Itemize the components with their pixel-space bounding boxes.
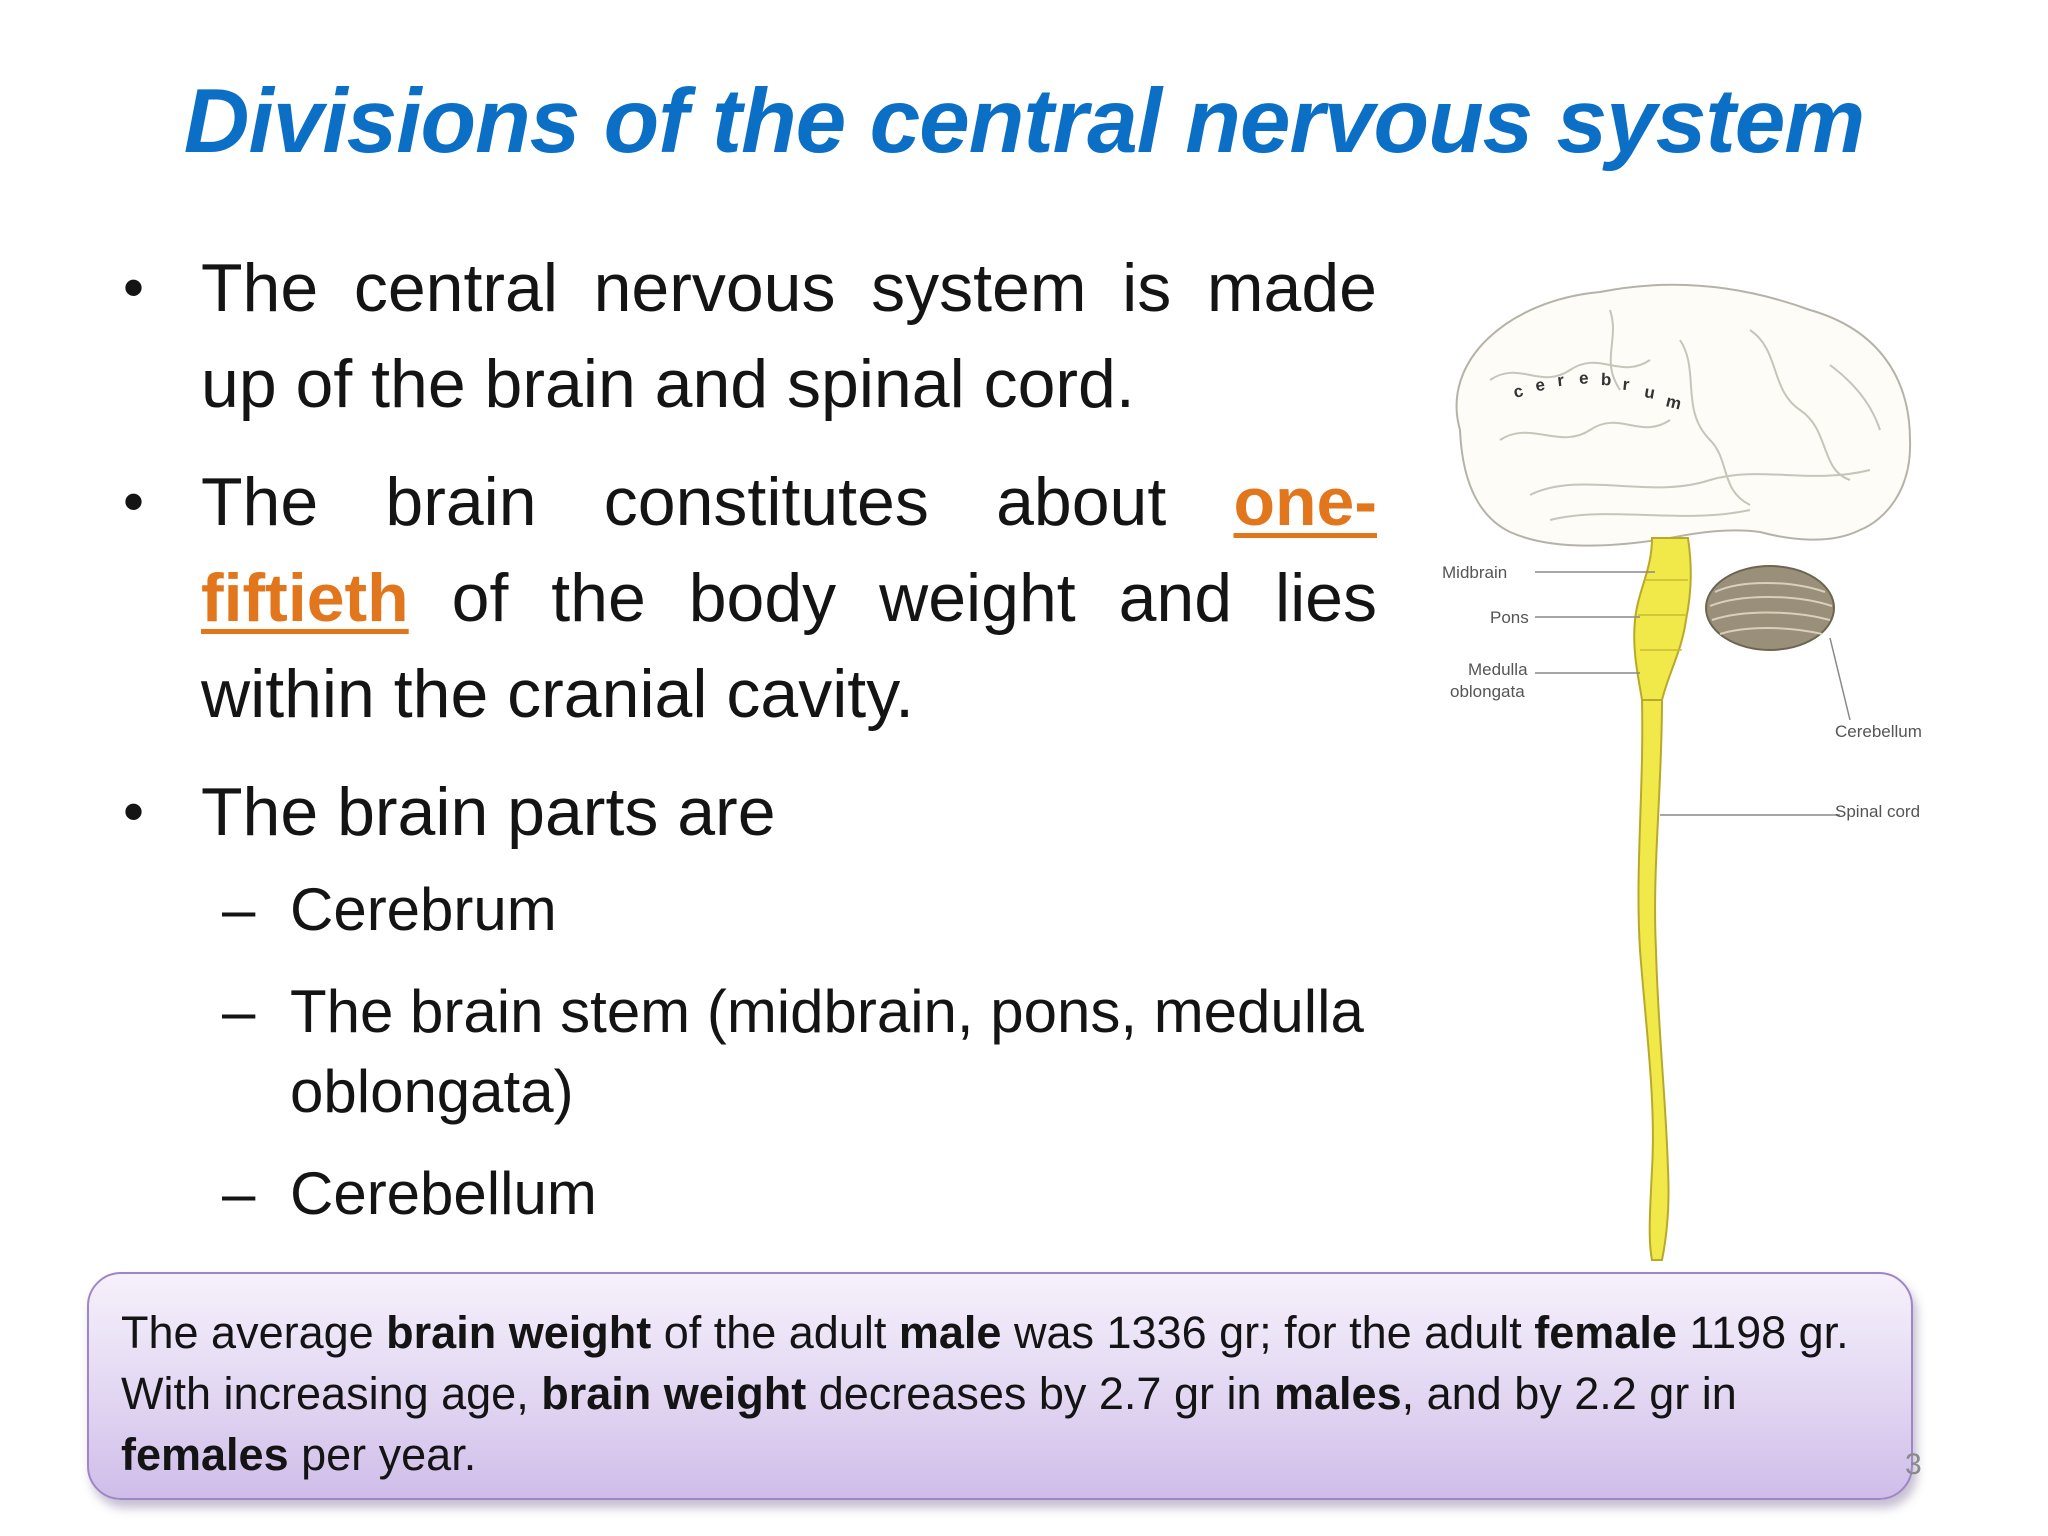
bullet-3-text: The brain parts are bbox=[201, 774, 776, 850]
note-bold-text: female bbox=[1534, 1307, 1677, 1358]
note-bold-text: males bbox=[1274, 1368, 1402, 1419]
bullet-icon: • bbox=[123, 468, 145, 535]
cerebrum-shape bbox=[1455, 283, 1912, 547]
list-item-text: The brain stem (midbrain, pons, medulla … bbox=[290, 978, 1364, 1125]
label-cerebellum: Cerebellum bbox=[1835, 722, 1922, 741]
label-pons: Pons bbox=[1490, 608, 1529, 627]
bullet-icon: • bbox=[123, 254, 145, 321]
cerebrum-label-letter: r bbox=[1622, 375, 1631, 395]
bullet-2-text-after: of the body weight and lies within the c… bbox=[201, 560, 1377, 732]
list-item-text: Cerebrum bbox=[290, 876, 557, 943]
note-plain-text: of the adult bbox=[651, 1307, 899, 1358]
cerebrum-label-letter: u bbox=[1643, 382, 1657, 403]
cerebellum-shape bbox=[1705, 565, 1835, 651]
dash-icon: – bbox=[222, 978, 256, 1045]
list-item-text: Cerebellum bbox=[290, 1160, 597, 1227]
bullet-3: • The brain parts are bbox=[115, 764, 1377, 860]
brain-weight-note: The average brain weight of the adult ma… bbox=[87, 1272, 1913, 1500]
label-oblongata: oblongata bbox=[1450, 682, 1525, 701]
list-item: – Cerebrum bbox=[115, 870, 1377, 950]
list-item: – The brain stem (midbrain, pons, medull… bbox=[115, 972, 1377, 1132]
cerebrum-label-letter: b bbox=[1601, 370, 1612, 389]
slide-content: • The central nervous system is made up … bbox=[115, 240, 1377, 1256]
list-item: – Cerebellum bbox=[115, 1154, 1377, 1234]
note-bold-text: brain weight bbox=[386, 1307, 652, 1358]
note-bold-text: brain weight bbox=[541, 1368, 807, 1419]
note-bold-text: females bbox=[121, 1429, 289, 1480]
bullet-1: • The central nervous system is made up … bbox=[115, 240, 1377, 432]
page-number: 3 bbox=[1905, 1448, 1922, 1481]
dash-icon: – bbox=[222, 1160, 256, 1227]
cerebrum-label-letter: r bbox=[1556, 371, 1565, 391]
label-medulla: Medulla bbox=[1468, 660, 1528, 679]
note-text: The average brain weight of the adult ma… bbox=[121, 1307, 1849, 1480]
bullet-2: • The brain constitutes about one-fiftie… bbox=[115, 454, 1377, 742]
brain-stem-shape bbox=[1633, 537, 1692, 701]
note-plain-text: decreases by 2.7 gr in bbox=[806, 1368, 1274, 1419]
bullet-1-text: The central nervous system is made up of… bbox=[201, 250, 1377, 422]
note-plain-text: , and by 2.2 gr in bbox=[1401, 1368, 1737, 1419]
slide-title: Divisions of the central nervous system bbox=[183, 71, 1865, 172]
note-bold-text: male bbox=[898, 1307, 1002, 1358]
bullet-2-text-before: The brain constitutes about bbox=[201, 464, 1234, 540]
label-spinal-cord: Spinal cord bbox=[1835, 802, 1920, 821]
spinal-cord-shape bbox=[1637, 699, 1670, 1261]
brain-parts-list: – Cerebrum – The brain stem (midbrain, p… bbox=[115, 870, 1377, 1234]
note-plain-text: per year. bbox=[288, 1429, 477, 1480]
label-midbrain: Midbrain bbox=[1442, 563, 1507, 582]
note-plain-text: was 1336 gr; for the adult bbox=[1001, 1307, 1535, 1358]
dash-icon: – bbox=[222, 876, 256, 943]
highlight-one-fiftieth: one-fiftieth bbox=[201, 464, 1377, 636]
note-plain-text: The average bbox=[121, 1307, 387, 1358]
cerebrum-label-letter: e bbox=[1579, 369, 1589, 388]
cerebrum-label-letter: c bbox=[1511, 381, 1525, 402]
cerebrum-folds bbox=[1489, 309, 1881, 521]
note-plain-text: 1198 gr. With increasing age, bbox=[121, 1307, 1849, 1419]
cerebrum-label-letter: m bbox=[1664, 391, 1683, 413]
bullet-icon: • bbox=[123, 778, 145, 845]
cerebrum-label-letter: e bbox=[1534, 375, 1547, 395]
